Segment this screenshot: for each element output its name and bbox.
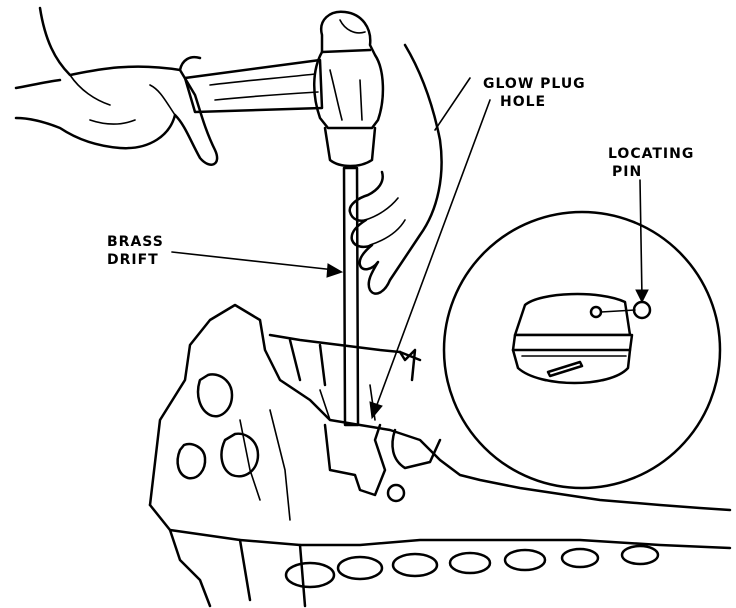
glow-plug-tip bbox=[513, 292, 632, 337]
label-glow-plug-line2: HOLE bbox=[500, 94, 546, 110]
label-glow-plug-hole: GLOW PLUG HOLE bbox=[483, 76, 586, 110]
drift-hand bbox=[348, 43, 471, 295]
label-locating-line2: PIN bbox=[612, 164, 642, 180]
label-brass-drift: BRASS DRIFT bbox=[107, 234, 164, 268]
hammer-handle bbox=[183, 58, 324, 114]
hammer-hand bbox=[14, 6, 219, 166]
label-locating-line1: LOCATING bbox=[608, 146, 694, 162]
hammer-head bbox=[312, 10, 385, 168]
magnified-inset bbox=[442, 210, 722, 490]
cylinder-head bbox=[148, 303, 732, 608]
leader-lines bbox=[171, 99, 649, 420]
label-brass-line2: DRIFT bbox=[107, 252, 159, 268]
label-brass-line1: BRASS bbox=[107, 234, 164, 250]
label-locating-pin: LOCATING PIN bbox=[608, 146, 694, 180]
label-glow-plug-line1: GLOW PLUG bbox=[483, 76, 586, 92]
